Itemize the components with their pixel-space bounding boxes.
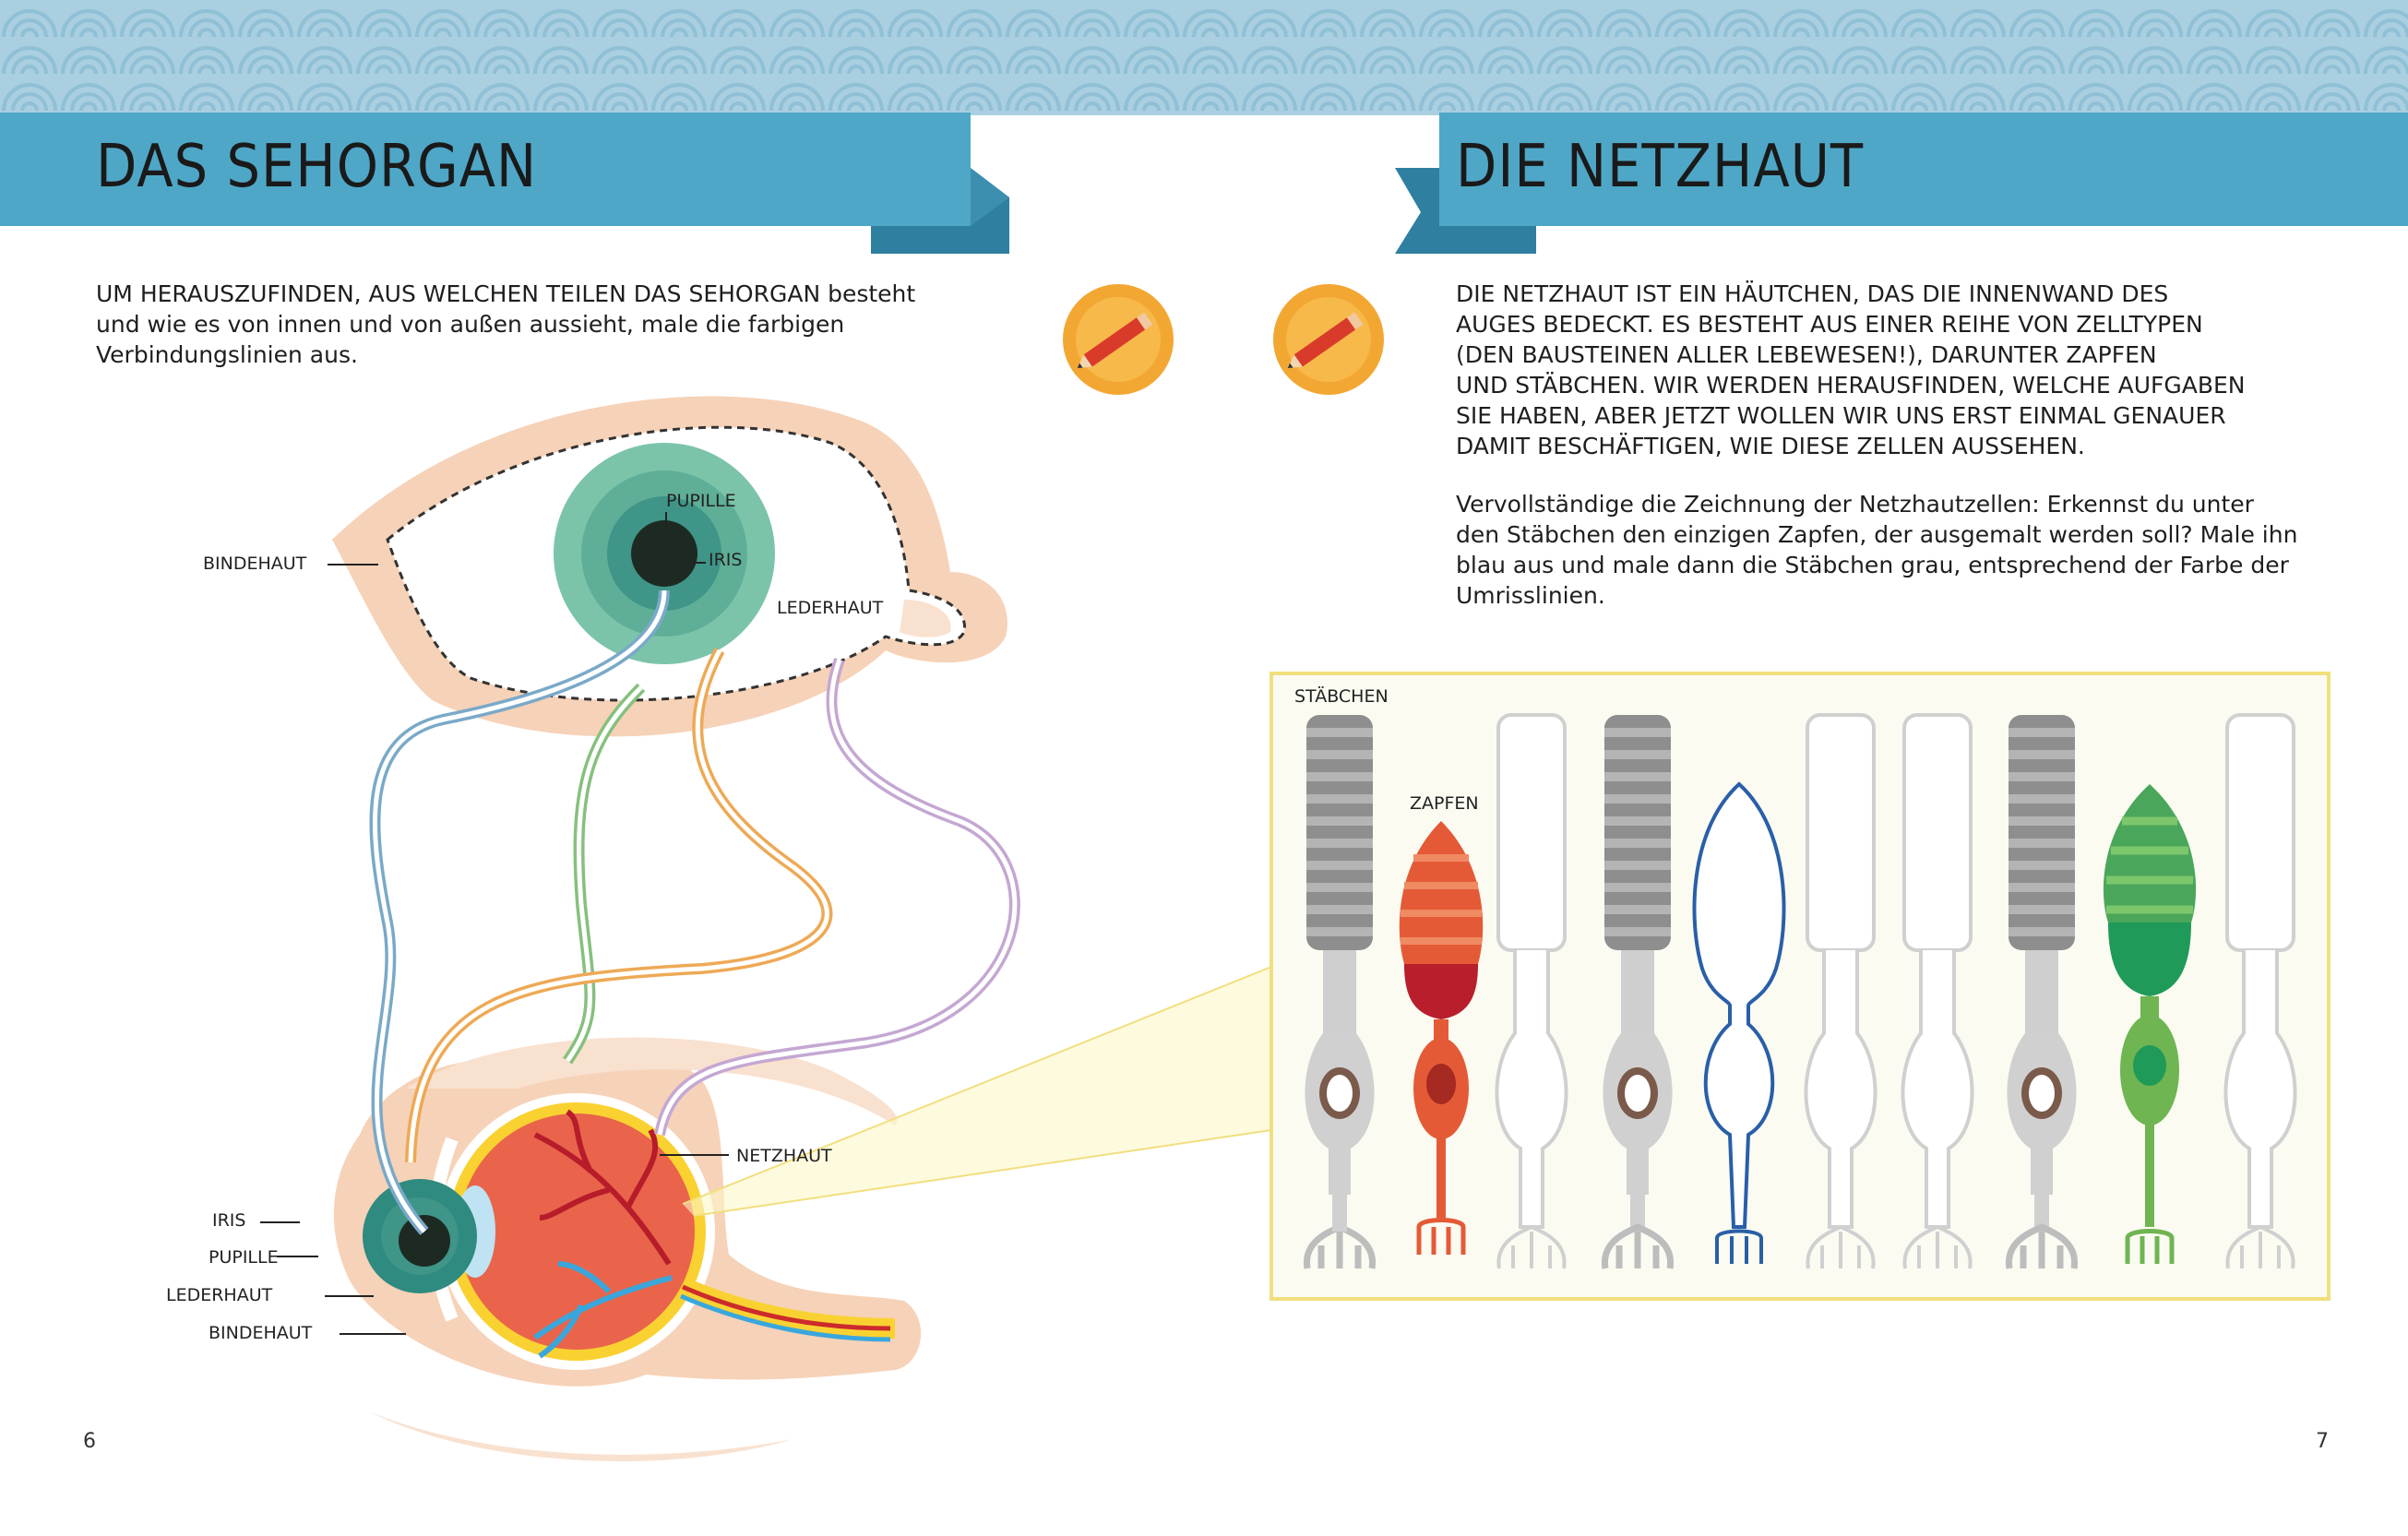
body-line: (DEN BAUSTEINEN ALLER LEBEWESEN!), DARUN… xyxy=(1456,341,2157,368)
rod-cell-outline xyxy=(1495,713,1568,1269)
right-ribbon-fold xyxy=(1395,168,1536,254)
rod-cell-outline xyxy=(1901,713,1974,1269)
right-page-title: Die Netzhaut xyxy=(1456,133,1864,201)
intro-line: Verbindungslinien aus. xyxy=(96,341,358,368)
label-bindehaut-outer: BINDEHAUT xyxy=(203,554,307,574)
cone-cell-red xyxy=(1399,821,1484,1255)
body-line: SIE HABEN, ABER JETZT WOLLEN WIR UNS ERS… xyxy=(1456,402,2226,429)
outer-pupil xyxy=(631,520,697,587)
left-ribbon-fold xyxy=(871,168,1009,254)
rod-cell xyxy=(1602,715,1674,1269)
rod-cell xyxy=(2006,715,2078,1269)
pencil-icon xyxy=(1273,284,1384,395)
label-lederhaut-outer: LEDERHAUT xyxy=(777,598,884,618)
rod-cell-outline xyxy=(2223,713,2297,1269)
pencil-icon xyxy=(1063,284,1174,395)
label-leaders xyxy=(260,512,729,1335)
banner-pattern xyxy=(0,0,2408,115)
body-line: DIE NETZHAUT IST EIN HÄUTCHEN, DAS DIE I… xyxy=(1456,280,2169,307)
label-zapfen: ZAPFEN xyxy=(1410,793,1479,814)
instruction-line: Vervollständige die Zeichnung der Netzha… xyxy=(1456,491,2254,518)
body-line: DAMIT BESCHÄFTIGEN, WIE DIESE ZELLEN AUS… xyxy=(1456,433,2085,459)
zoom-beam xyxy=(683,967,1271,1216)
rod-cell-outline xyxy=(1804,713,1878,1269)
blue-vessels xyxy=(533,1261,673,1359)
left-page-title: Das Sehorgan xyxy=(96,133,538,201)
label-netzhaut: NETZHAUT xyxy=(736,1146,832,1166)
intro-line: UM HERAUSZUFINDEN, AUS WELCHEN TEILEN DA… xyxy=(96,280,916,307)
left-intro-text: UM HERAUSZUFINDEN, AUS WELCHEN TEILEN DA… xyxy=(96,279,915,370)
cone-cell-outline xyxy=(1692,781,1786,1264)
instruction-line: blau aus und male dann die Stäbchen grau… xyxy=(1456,552,2289,578)
left-title-ribbon: Das Sehorgan xyxy=(0,113,971,226)
label-staebchen: STÄBCHEN xyxy=(1294,686,1389,707)
label-pupille-outer: PUPILLE xyxy=(666,491,736,511)
body-line: AUGES BEDECKT. ES BESTEHT AUS EINER REIH… xyxy=(1456,311,2203,338)
body-line: UND STÄBCHEN. WIR WERDEN HERAUSFINDEN, W… xyxy=(1456,372,2246,399)
connection-lines xyxy=(369,589,1020,1235)
instruction-line: den Stäbchen den einzigen Zapfen, der au… xyxy=(1456,521,2298,548)
inner-pupil xyxy=(399,1215,450,1267)
cone-cell-green xyxy=(2103,784,2197,1264)
instruction-line: Umrisslinien. xyxy=(1456,582,1605,609)
label-lederhaut-inner: LEDERHAUT xyxy=(166,1285,273,1305)
page-number-right: 7 xyxy=(2316,1430,2329,1453)
red-vessels xyxy=(533,1109,672,1266)
right-body-text: DIE NETZHAUT IST EIN HÄUTCHEN, DAS DIE I… xyxy=(1456,279,2246,461)
right-instruction-text: Vervollständige die Zeichnung der Netzha… xyxy=(1456,489,2297,611)
label-iris-inner: IRIS xyxy=(212,1210,246,1231)
right-title-ribbon: Die Netzhaut xyxy=(1439,113,2408,226)
rod-cell xyxy=(1304,715,1376,1269)
intro-line: und wie es von innen und von außen aussi… xyxy=(96,311,845,338)
label-iris-outer: IRIS xyxy=(709,550,743,570)
label-pupille-inner: PUPILLE xyxy=(209,1247,279,1268)
page-number-left: 6 xyxy=(83,1430,96,1453)
label-bindehaut-inner: BINDEHAUT xyxy=(209,1323,313,1343)
